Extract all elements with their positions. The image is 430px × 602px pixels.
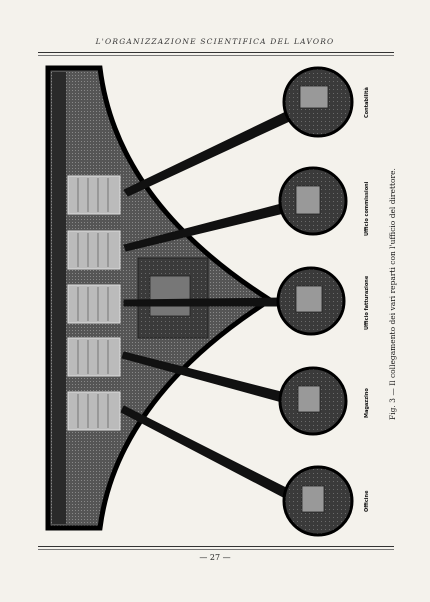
footer-rule-thin [38,549,394,550]
page-number: — 27 — [199,553,231,562]
label-ufficio-commissioni: Ufficio commissioni [364,181,370,236]
cabinet-slots [77,178,109,428]
footer-rule [38,546,394,547]
label-contabilita: Contabilità [364,87,370,118]
header-rule [38,52,394,53]
label-officine: Officine [364,490,370,512]
running-header: L'ORGANIZZAZIONE SCIENTIFICA DEL LAVORO [95,37,335,46]
circle-details [295,85,329,513]
connection-lines [120,109,297,499]
label-ufficio-fatturazione: Ufficio fatturazione [364,275,370,330]
label-magazzino: Magazzino [364,388,370,418]
cabinets [67,175,121,431]
header-rule-thin [38,55,394,56]
figure-caption: Fig. 3 — Il collegamento dei vari repart… [388,168,397,420]
wall-strip [52,72,66,524]
